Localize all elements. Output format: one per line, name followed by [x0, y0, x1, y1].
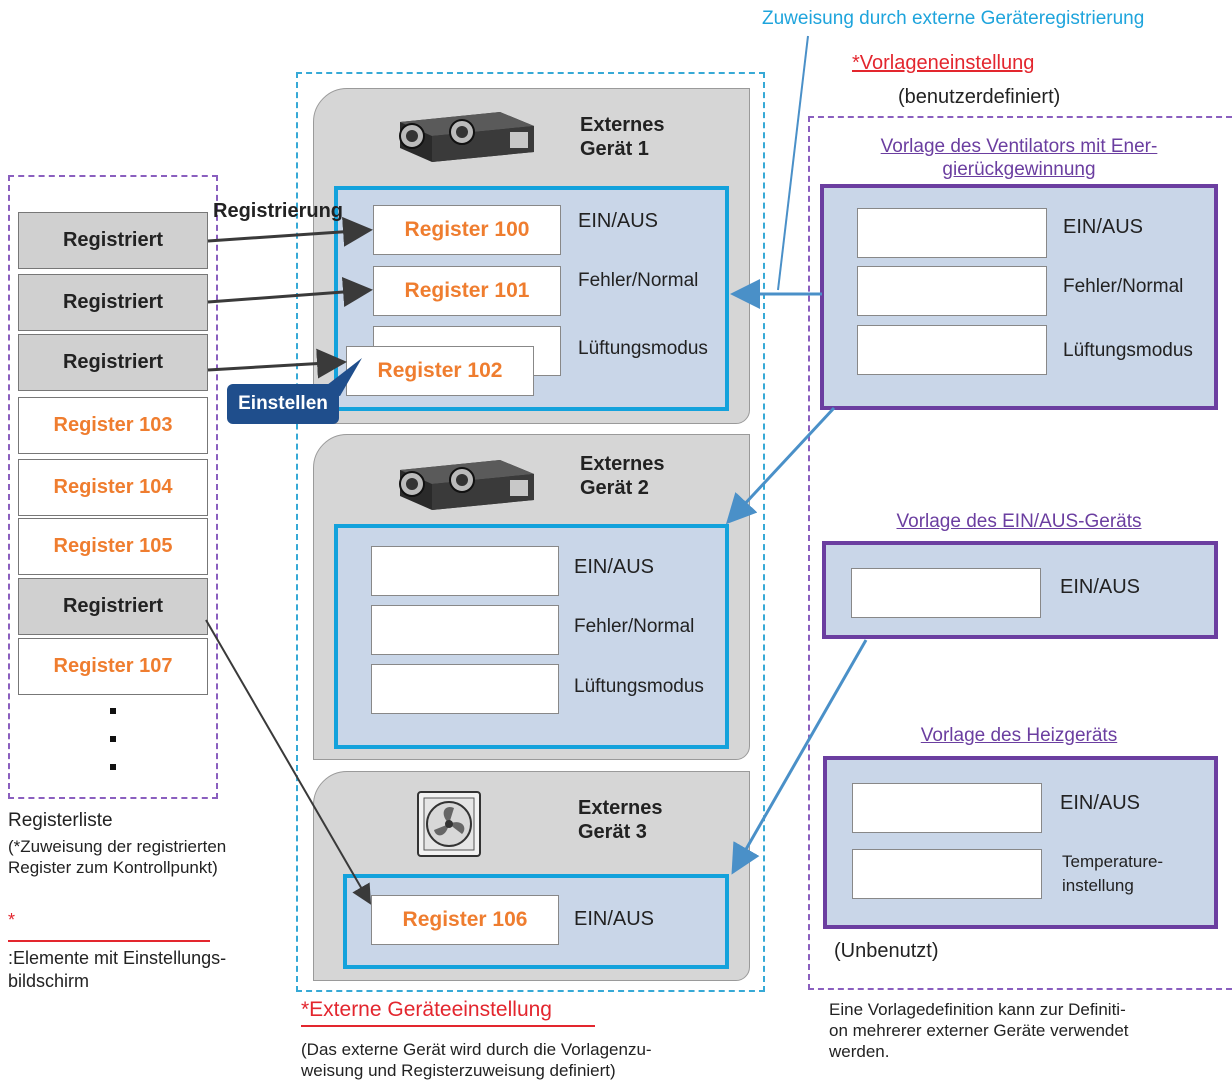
device-2-slot-2-label: Fehler/Normal: [574, 616, 695, 637]
template-1-field-1-label: EIN/AUS: [1063, 216, 1144, 238]
device-1-name-line-1: Externes: [580, 114, 665, 136]
register-list-item[interactable]: Register 104: [18, 459, 208, 516]
device-3-slot-1[interactable]: Register 106: [371, 895, 559, 945]
legend-divider: [8, 940, 210, 942]
template-3-field-2-label-1: Temperature-: [1062, 852, 1164, 871]
template-1-title-line-2[interactable]: gierückgewinnung: [942, 159, 1096, 180]
registration-arrow-label: Registrierung: [213, 200, 344, 222]
external-device-setting-title: *Externe Geräteeinstellung: [301, 998, 552, 1021]
device-1-slot-1-label: EIN/AUS: [578, 210, 659, 232]
ventilation-unit-icon: [399, 112, 534, 162]
device-2-slot-1-label: EIN/AUS: [574, 556, 655, 578]
external-devices-frame: [296, 72, 765, 992]
device-3-slot-1-label: EIN/AUS: [574, 908, 655, 930]
register-list-item[interactable]: Register 105: [18, 518, 208, 575]
device-2-slot-2[interactable]: [371, 605, 559, 655]
device-2-slot-3[interactable]: [371, 664, 559, 714]
footer-note-2: on mehrerer externer Geräte verwendet: [829, 1021, 1129, 1040]
register-list-item[interactable]: Registriert: [18, 212, 208, 269]
ellipsis-dot: [110, 736, 116, 742]
template-1-field-1[interactable]: [857, 208, 1047, 258]
set-callout[interactable]: Einstellen: [227, 384, 339, 424]
register-list-item[interactable]: Registriert: [18, 274, 208, 331]
legend-asterisk: *: [8, 910, 16, 930]
external-device-setting-note-2: weisung und Registerzuweisung definiert): [301, 1061, 616, 1080]
external-device-setting-underline: [301, 1025, 595, 1027]
register-list-item[interactable]: Registriert: [18, 578, 208, 635]
legend-text-2: bildschirm: [8, 971, 90, 991]
ellipsis-dot: [110, 708, 116, 714]
register-list-item[interactable]: Register 103: [18, 397, 208, 454]
register-list-item[interactable]: Registriert: [18, 334, 208, 391]
template-1-field-3-label: Lüftungsmodus: [1063, 340, 1193, 361]
template-2-title[interactable]: Vorlage des EIN/AUS-Geräts: [896, 511, 1142, 532]
device-3-name-line-1: Externes: [578, 797, 663, 819]
register-list-caption: Registerliste: [8, 810, 113, 831]
template-3-title[interactable]: Vorlage des Heizgeräts: [920, 725, 1118, 746]
register-list-note-1: (*Zuweisung der registrierten: [8, 837, 227, 856]
template-1-title-line-1[interactable]: Vorlage des Ventilators mit Ener-: [880, 136, 1158, 157]
template-1-field-2-label: Fehler/Normal: [1063, 276, 1184, 297]
legend-text-1: :Elemente mit Einstellungs-: [8, 948, 227, 968]
template-assign-arrow-top: [777, 35, 809, 291]
device-1-slot-2-label: Fehler/Normal: [578, 270, 699, 291]
device-1-slot-1[interactable]: Register 100: [373, 205, 561, 255]
template-setting-subtitle: (benutzerdefiniert): [898, 86, 1061, 108]
footer-note-3: werden.: [829, 1042, 890, 1061]
unused-label: (Unbenutzt): [834, 940, 939, 962]
register-list-frame: [8, 175, 218, 799]
template-setting-title: *Vorlageneinstellung: [852, 52, 1035, 74]
template-3-field-1-label: EIN/AUS: [1060, 792, 1141, 814]
register-list-item[interactable]: Register 107: [18, 638, 208, 695]
device-2-name-line-1: Externes: [580, 453, 665, 475]
device-2-slot-3-label: Lüftungsmodus: [574, 676, 704, 697]
device-1-slot-2[interactable]: Register 101: [373, 266, 561, 316]
template-2-field-1[interactable]: [851, 568, 1041, 618]
device-1-slot-3[interactable]: Register 102: [346, 346, 534, 396]
device-1-name-line-2: Gerät 1: [580, 138, 649, 160]
template-3-field-2[interactable]: [852, 849, 1042, 899]
device-3-name-line-2: Gerät 3: [578, 821, 647, 843]
template-2-field-1-label: EIN/AUS: [1060, 576, 1141, 598]
device-2-name-line-2: Gerät 2: [580, 477, 649, 499]
assignment-label: Zuweisung durch externe Geräteregistrier…: [762, 8, 1145, 29]
template-3-field-2-label-2: instellung: [1062, 876, 1134, 895]
external-device-setting-note-1: (Das externe Gerät wird durch die Vorlag…: [301, 1040, 652, 1059]
templates-frame: [808, 116, 1232, 990]
device-1-slot-3-label: Lüftungsmodus: [578, 338, 708, 359]
register-list-note-2: Register zum Kontrollpunkt): [8, 858, 218, 877]
template-3-panel: [823, 756, 1218, 929]
exhaust-fan-icon: [417, 791, 481, 857]
ellipsis-dot: [110, 764, 116, 770]
template-1-field-2[interactable]: [857, 266, 1047, 316]
device-2-slot-1[interactable]: [371, 546, 559, 596]
ventilation-unit-icon: [399, 460, 534, 510]
footer-note-1: Eine Vorlagedefinition kann zur Definiti…: [829, 1000, 1126, 1019]
template-3-field-1[interactable]: [852, 783, 1042, 833]
template-1-field-3[interactable]: [857, 325, 1047, 375]
